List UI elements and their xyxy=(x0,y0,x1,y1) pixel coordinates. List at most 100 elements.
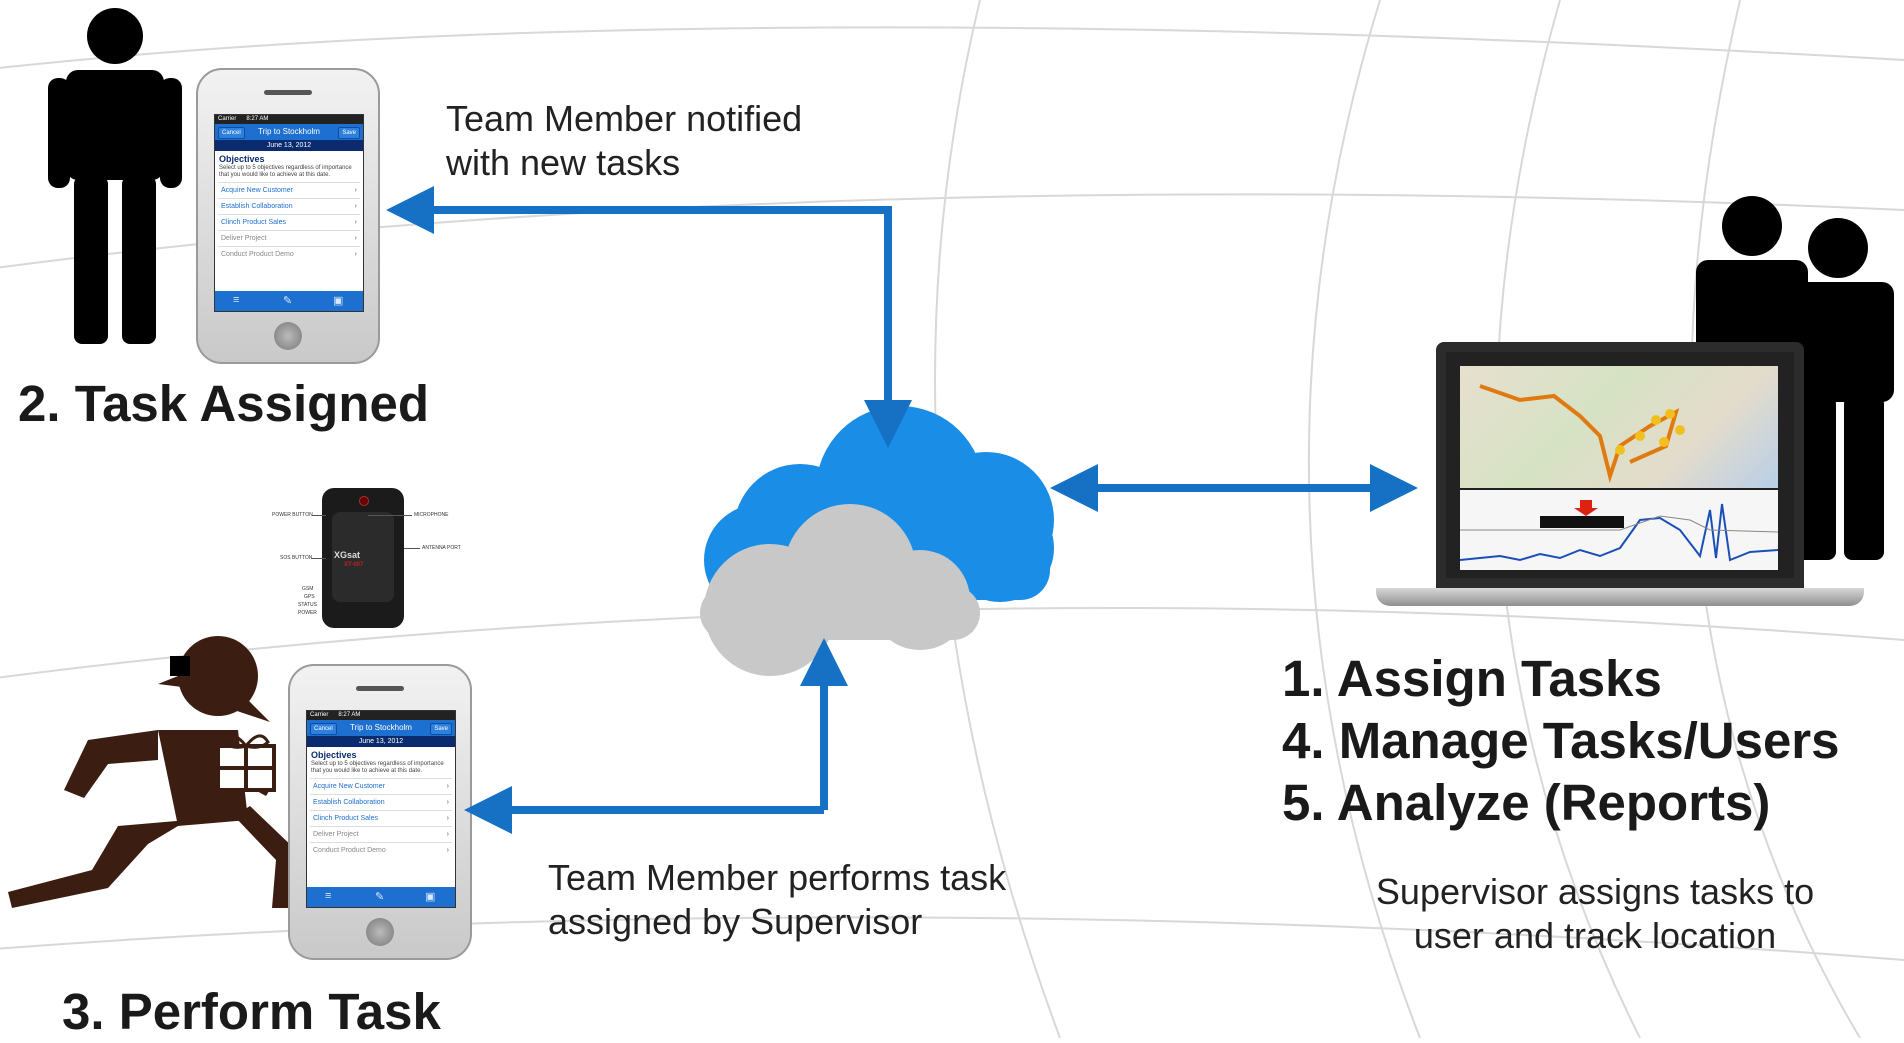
menu-icon[interactable]: ≡ xyxy=(325,890,332,902)
caption-line: Team Member performs task xyxy=(548,857,1007,898)
cancel-button[interactable]: Cancel xyxy=(218,127,245,139)
pencil-icon[interactable]: ✎ xyxy=(283,295,293,307)
status-carrier: Carrier xyxy=(310,712,329,718)
phone-speaker xyxy=(356,686,404,691)
list-item-label: Clinch Product Sales xyxy=(221,219,286,226)
chevron-right-icon: › xyxy=(354,235,357,242)
list-item[interactable]: Establish Collaboration› xyxy=(310,794,452,810)
objectives-description: Select up to 5 objectives regardless of … xyxy=(311,761,444,774)
list-item-label: Deliver Project xyxy=(313,831,359,838)
caption-line: Team Member notified xyxy=(446,98,803,139)
tracker-label: POWER BUTTON xyxy=(272,512,313,518)
tracker-leader xyxy=(312,515,326,516)
tracker-brand: XGsat xyxy=(334,550,361,560)
runner-icon xyxy=(8,636,298,908)
tracker-label: MICROPHONE xyxy=(414,512,449,518)
list-item[interactable]: Establish Collaboration › xyxy=(218,198,360,214)
nav-bar: Cancel Trip to Stockholm Save xyxy=(215,124,363,140)
tracker-model: XT-007 xyxy=(344,562,364,568)
list-item[interactable]: Conduct Product Demo › xyxy=(218,246,360,262)
microphone-icon xyxy=(359,496,369,506)
supervisor-steps: 1. Assign Tasks 4. Manage Tasks/Users 5.… xyxy=(1282,648,1840,834)
status-time: 8:27 AM xyxy=(338,712,361,718)
phone-icon: Carrier 8:27 AM Cancel Trip to Stockholm… xyxy=(196,68,380,364)
list-item[interactable]: Clinch Product Sales › xyxy=(218,214,360,230)
caption-notified: Team Member notified with new tasks xyxy=(446,97,802,185)
home-button[interactable] xyxy=(274,322,302,350)
tab-bar: ≡ ✎ ▣ xyxy=(215,291,363,311)
list-item-label: Deliver Project xyxy=(221,235,267,242)
nav-title: Trip to Stockholm xyxy=(258,127,320,136)
list-item[interactable]: Acquire New Customer › xyxy=(310,778,452,794)
laptop-base xyxy=(1376,588,1864,606)
heading-task-assigned: 2. Task Assigned xyxy=(18,375,429,432)
phone-speaker xyxy=(264,90,312,95)
tab-bar: ≡ ✎ ▣ xyxy=(307,887,455,907)
tracker-label: POWER xyxy=(298,610,317,616)
list-item[interactable]: Clinch Product Sales › xyxy=(310,810,452,826)
caption-line: Supervisor assigns tasks to xyxy=(1375,871,1815,912)
objectives-description: Select up to 5 objectives regardless of … xyxy=(219,165,352,178)
tracker-leader xyxy=(404,548,420,549)
camera-icon[interactable]: ▣ xyxy=(425,891,436,903)
save-button[interactable]: Save xyxy=(338,127,360,139)
menu-icon[interactable]: ≡ xyxy=(233,294,240,306)
phone-icon: Carrier 8:27 AM Cancel Trip to Stockholm… xyxy=(288,664,472,960)
save-button[interactable]: Save xyxy=(430,723,452,735)
status-bar: Carrier 8:27 AM xyxy=(307,711,455,720)
tracker-label: GPS xyxy=(304,594,315,600)
list-item[interactable]: Deliver Project › xyxy=(310,826,452,842)
list-item[interactable]: Acquire New Customer › xyxy=(218,182,360,198)
caption-line: assigned by Supervisor xyxy=(548,901,923,942)
step-manage-tasks: 4. Manage Tasks/Users xyxy=(1282,712,1840,769)
date-bar[interactable]: June 13, 2012 xyxy=(215,140,363,151)
nav-bar: Cancel Trip to Stockholm Save xyxy=(307,720,455,736)
chevron-right-icon: › xyxy=(446,783,449,790)
status-carrier: Carrier xyxy=(218,116,237,122)
tracker-leader xyxy=(312,558,326,559)
camera-icon[interactable]: ▣ xyxy=(333,295,344,307)
chevron-right-icon: › xyxy=(354,219,357,226)
tracker-label: ANTENNA PORT xyxy=(422,545,461,551)
phone-screen: Carrier 8:27 AM Cancel Trip to Stockholm… xyxy=(214,114,364,312)
chevron-right-icon: › xyxy=(446,799,449,806)
chevron-right-icon: › xyxy=(446,815,449,822)
chevron-right-icon: › xyxy=(354,251,357,258)
route-map xyxy=(1479,384,1685,484)
list-item-label: Conduct Product Demo xyxy=(313,847,386,854)
status-bar: Carrier 8:27 AM xyxy=(215,115,363,124)
person-icon xyxy=(48,8,182,344)
tracker-face xyxy=(332,512,394,602)
caption-supervisor: Supervisor assigns tasks to user and tra… xyxy=(1330,870,1860,958)
cloud-icon xyxy=(700,406,1054,676)
step-analyze-reports: 5. Analyze (Reports) xyxy=(1282,774,1771,831)
list-item-label: Acquire New Customer xyxy=(221,187,293,194)
list-item-label: Clinch Product Sales xyxy=(313,815,378,822)
list-item[interactable]: Deliver Project › xyxy=(218,230,360,246)
objectives-title: Objectives xyxy=(311,750,357,760)
list-item-label: Establish Collaboration xyxy=(221,203,293,210)
heading-perform-task: 3. Perform Task xyxy=(62,983,441,1040)
map-view xyxy=(1460,366,1778,488)
tracker-leader xyxy=(368,515,412,516)
step-assign-tasks: 1. Assign Tasks xyxy=(1282,650,1662,707)
laptop-screen xyxy=(1436,342,1804,588)
chevron-right-icon: › xyxy=(354,203,357,210)
pencil-icon[interactable]: ✎ xyxy=(375,891,385,903)
speed-graph xyxy=(1459,490,1779,570)
date-bar[interactable]: June 13, 2012 xyxy=(307,736,455,747)
tracker-label: SOS BUTTON xyxy=(280,555,313,561)
chevron-right-icon: › xyxy=(354,187,357,194)
home-button[interactable] xyxy=(366,918,394,946)
list-item[interactable]: Conduct Product Demo › xyxy=(310,842,452,858)
list-item-label: Acquire New Customer xyxy=(313,783,385,790)
status-time: 8:27 AM xyxy=(246,116,269,122)
caption-line: user and track location xyxy=(1413,915,1777,956)
cancel-button[interactable]: Cancel xyxy=(310,723,337,735)
nav-title: Trip to Stockholm xyxy=(350,723,412,732)
chevron-right-icon: › xyxy=(446,831,449,838)
list-item-label: Conduct Product Demo xyxy=(221,251,294,258)
chevron-right-icon: › xyxy=(446,847,449,854)
speed-graph-lines xyxy=(1459,500,1779,562)
